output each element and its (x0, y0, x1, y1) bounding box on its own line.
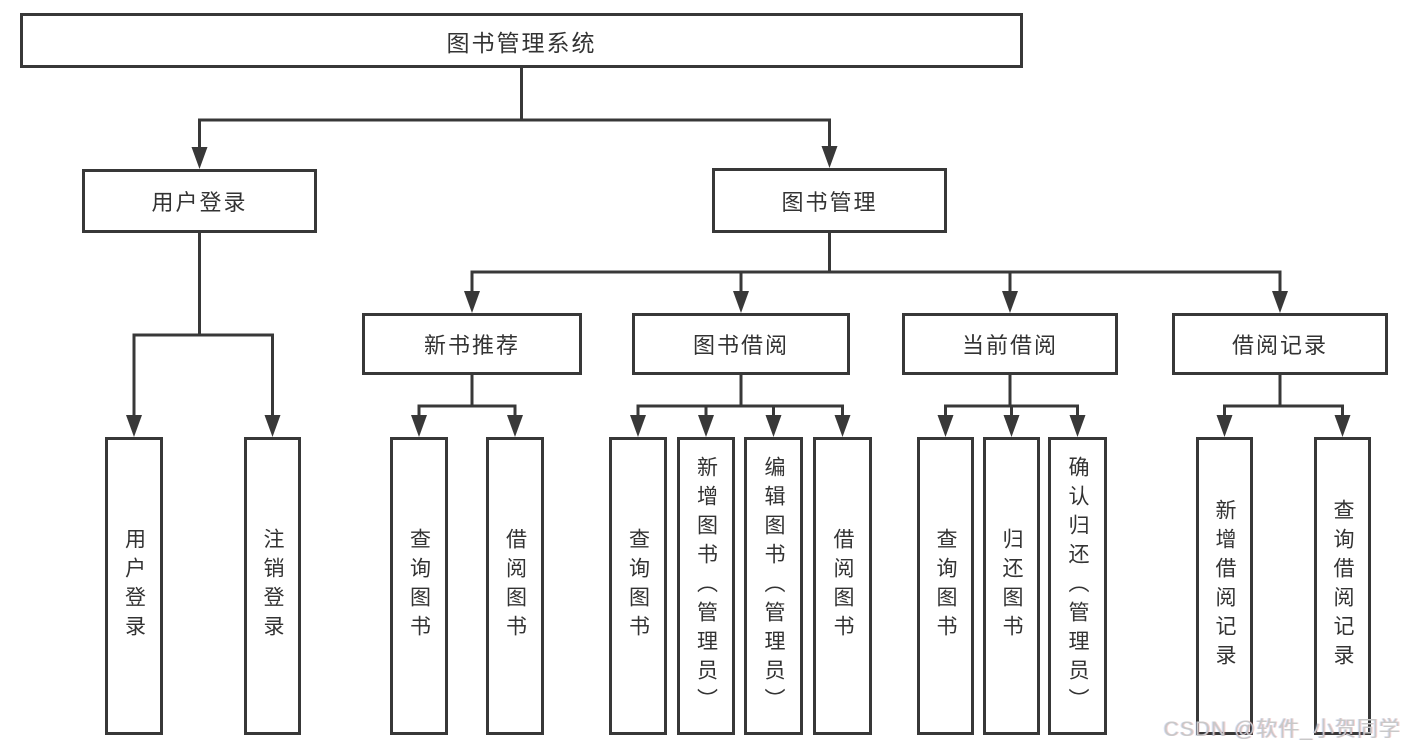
node-root-library-system: 图书管理系统 (20, 13, 1023, 68)
node-book-borrowing: 图书借阅 (632, 313, 850, 375)
node-leaf-logout: 注销登录 (244, 437, 301, 735)
node-leaf-query-borrow-record: 查询借阅记录 (1314, 437, 1371, 735)
node-new-book-recommend: 新书推荐 (362, 313, 582, 375)
node-leaf-add-borrow-record: 新增借阅记录 (1196, 437, 1253, 735)
node-book-management: 图书管理 (712, 168, 947, 233)
node-leaf-query-books-borrow: 查询图书 (609, 437, 667, 735)
node-leaf-user-login: 用户登录 (105, 437, 163, 735)
node-leaf-borrow-books-recommend: 借阅图书 (486, 437, 544, 735)
node-user-login: 用户登录 (82, 169, 317, 233)
csdn-watermark: CSDN @软件_小贺同学 (1163, 718, 1401, 741)
node-leaf-confirm-return-admin: 确认归还（管理员） (1048, 437, 1107, 735)
node-leaf-add-books-admin: 新增图书（管理员） (677, 437, 735, 735)
node-leaf-edit-books-admin: 编辑图书（管理员） (744, 437, 803, 735)
node-borrowing-records: 借阅记录 (1172, 313, 1388, 375)
node-leaf-query-books-recommend: 查询图书 (390, 437, 448, 735)
node-leaf-return-books: 归还图书 (983, 437, 1040, 735)
node-leaf-query-books-current: 查询图书 (917, 437, 974, 735)
node-leaf-borrow-books: 借阅图书 (813, 437, 872, 735)
node-current-borrowing: 当前借阅 (902, 313, 1118, 375)
